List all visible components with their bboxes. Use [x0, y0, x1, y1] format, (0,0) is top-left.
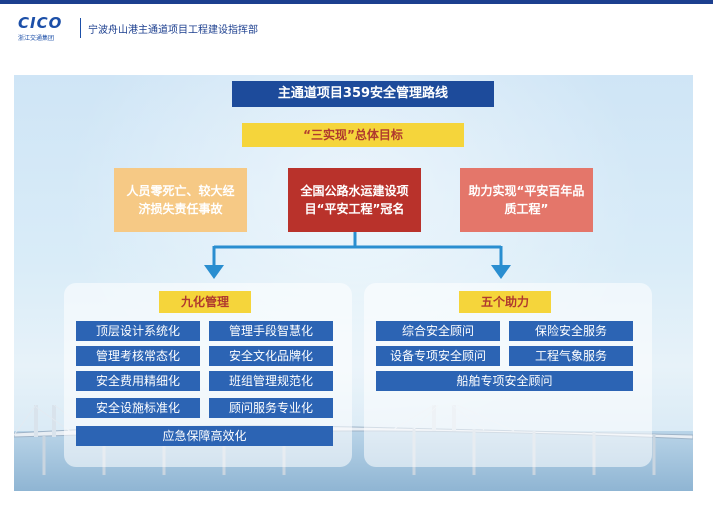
- five-item: 保险安全服务: [509, 321, 633, 341]
- nine-management-title: 九化管理: [159, 291, 251, 313]
- company-logo: CICO 浙江交通集团: [18, 14, 76, 44]
- five-item: 综合安全顾问: [376, 321, 500, 341]
- logo-mark: CICO: [18, 14, 63, 32]
- nine-item: 安全费用精细化: [76, 371, 200, 391]
- target-zero-fatality: 人员零死亡、较大经济损失责任事故: [114, 168, 247, 232]
- nine-item: 安全设施标准化: [76, 398, 200, 418]
- five-item: 工程气象服务: [509, 346, 633, 366]
- target-safe-project-title: 全国公路水运建设项目“平安工程”冠名: [288, 168, 421, 232]
- nine-item: 顶层设计系统化: [76, 321, 200, 341]
- nine-item-wide: 应急保障高效化: [76, 426, 333, 446]
- header-title: 宁波舟山港主通道项目工程建设指挥部: [88, 25, 258, 36]
- target-century-quality: 助力实现“平安百年品质工程”: [460, 168, 593, 232]
- five-support-title: 五个助力: [459, 291, 551, 313]
- top-accent-bar: [0, 0, 713, 4]
- five-item-wide: 船舶专项安全顾问: [376, 371, 633, 391]
- logo-subtitle: 浙江交通集团: [18, 35, 55, 42]
- nine-item: 班组管理规范化: [209, 371, 333, 391]
- nine-item: 顾问服务专业化: [209, 398, 333, 418]
- nine-item: 安全文化品牌化: [209, 346, 333, 366]
- route-title: 主通道项目359安全管理路线: [232, 81, 494, 107]
- overall-goal: “三实现”总体目标: [242, 123, 464, 147]
- nine-item: 管理考核常态化: [76, 346, 200, 366]
- five-item: 设备专项安全顾问: [376, 346, 500, 366]
- header-divider: [80, 18, 81, 38]
- nine-item: 管理手段智慧化: [209, 321, 333, 341]
